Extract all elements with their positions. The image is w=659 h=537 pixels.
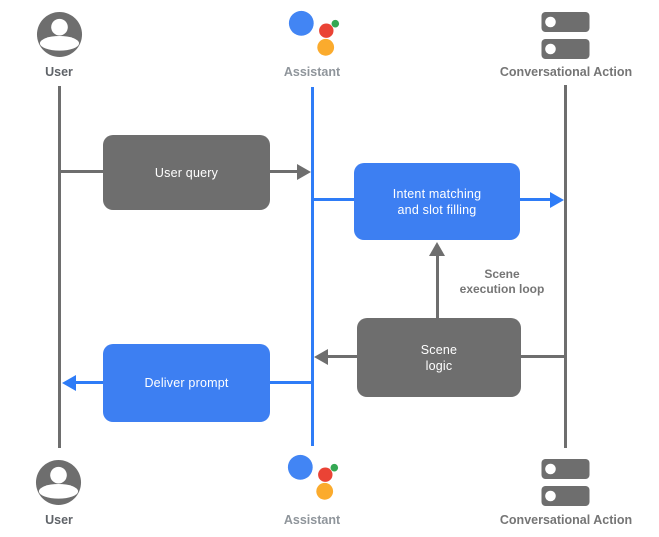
intent-matching-box: Intent matching and slot filling [354, 163, 520, 240]
scene-logic-label-line1: Scene [420, 342, 458, 357]
conversational-action-lifeline [564, 85, 567, 448]
conversational-action-label-top: Conversational Action [499, 65, 633, 79]
scene-logic-label-line2: logic [425, 358, 453, 373]
query-arrowhead-icon [297, 163, 311, 180]
intent-to-action-line [520, 197, 550, 201]
user-label-bottom: User [45, 513, 73, 527]
user-to-query-line [59, 169, 103, 173]
deliver-prompt-box: Deliver prompt [103, 344, 270, 422]
assistant-icon-bottom [287, 454, 339, 500]
user-icon-bottom [35, 459, 82, 506]
scene-loop-label-line1: Scene [484, 267, 520, 281]
action-to-scene-line [521, 354, 564, 358]
conversational-action-icon-bottom [541, 459, 590, 506]
conversational-action-icon [541, 12, 590, 59]
assistant-to-intent-line [314, 197, 354, 201]
assistant-label-bottom: Assistant [283, 513, 341, 527]
scene-execution-loop-label: Scene execution loop [460, 267, 545, 296]
user-lifeline [58, 86, 61, 448]
deliver-to-user-line [75, 380, 103, 384]
intent-matching-label-line1: Intent matching [392, 186, 482, 201]
scene-loop-line [436, 255, 439, 318]
scene-logic-box: Scene logic [357, 318, 521, 397]
user-icon [36, 11, 83, 58]
assistant-lifeline [311, 87, 314, 446]
scene-arrowhead-icon [314, 348, 328, 365]
intent-arrowhead-icon [550, 191, 564, 208]
user-query-label: User query [154, 165, 219, 180]
user-label-top: User [45, 65, 73, 79]
scene-loop-arrowhead-icon [429, 242, 445, 256]
assistant-icon [288, 10, 340, 56]
deliver-prompt-label: Deliver prompt [144, 376, 229, 390]
scene-loop-label-line2: execution loop [459, 281, 545, 296]
user-query-box: User query [103, 135, 270, 210]
query-to-assistant-line [270, 169, 298, 173]
scene-to-assistant-line [327, 354, 357, 358]
conversational-action-label-bottom: Conversational Action [499, 513, 633, 527]
assistant-to-deliver-line [270, 380, 314, 384]
deliver-arrowhead-icon [62, 374, 76, 391]
intent-matching-label-line2: and slot filling [397, 202, 477, 217]
assistant-label-top: Assistant [283, 65, 341, 79]
